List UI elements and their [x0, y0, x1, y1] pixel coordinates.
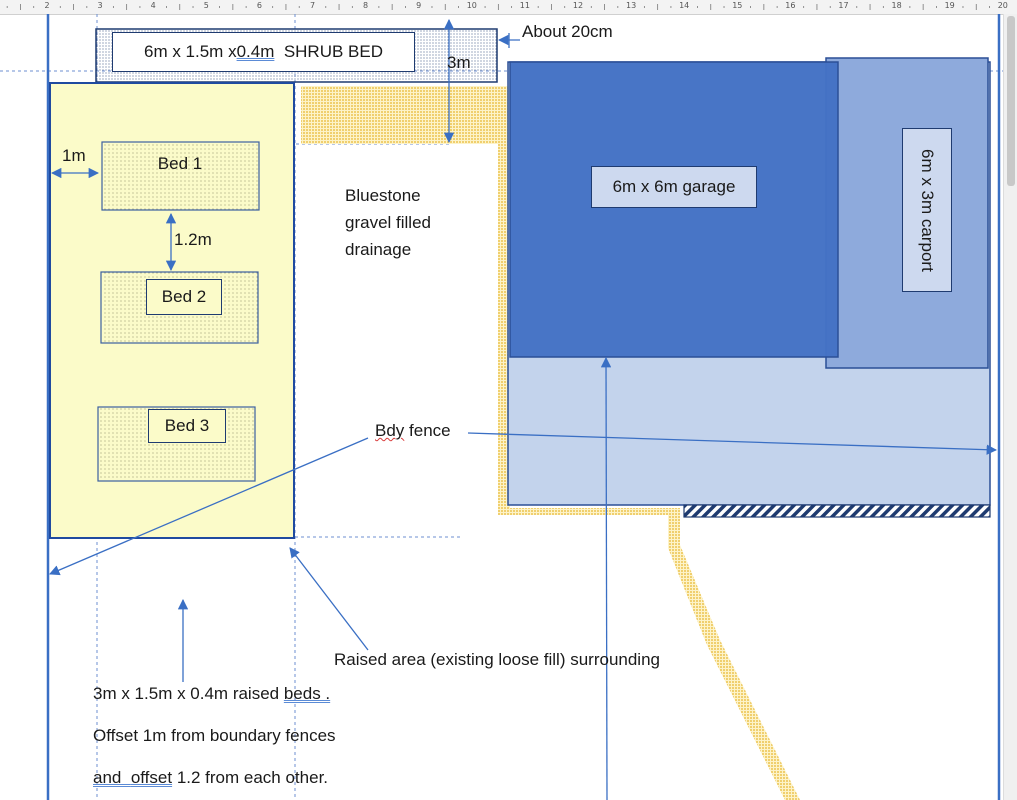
bluestone-label-1: Bluestone — [345, 186, 421, 205]
bdy-fence-label: Bdy fence — [375, 421, 451, 441]
ruler-number: 4 — [150, 1, 156, 10]
arrow-bdy-left — [49, 437, 369, 576]
ruler-number: 19 — [944, 1, 955, 10]
boundary-fences — [46, 14, 1001, 800]
dim-1m-label: 1m — [62, 146, 86, 165]
beds-note-3a: and — [93, 768, 131, 787]
ruler-ticks — [6, 4, 990, 10]
arrow-bdy-right — [467, 432, 998, 455]
beds-note-1b: beds . — [283, 684, 331, 703]
shrub-bed-label: 6m x 1.5m x 0.4m SHRUB BED — [112, 32, 415, 72]
shrub-bed-label-b: 0.4m — [236, 42, 275, 61]
beds-note-line-1: 3m x 1.5m x 0.4m raised beds . — [93, 684, 330, 704]
ruler-number: 12 — [572, 1, 584, 10]
garage-rect — [509, 61, 839, 358]
ruler-number: 17 — [838, 1, 849, 10]
ruler-number: 3 — [97, 1, 103, 10]
ruler-number: 2 — [44, 1, 50, 10]
bdy-word: Bdy — [375, 421, 405, 440]
ruler-number: 5 — [203, 1, 209, 10]
arrows — [49, 18, 998, 800]
ruler-number: 16 — [785, 1, 796, 10]
ruler-number: 13 — [626, 1, 637, 10]
beds-note-3c: 1.2 from each other. — [172, 768, 329, 787]
bed-3-label: Bed 3 — [148, 409, 226, 443]
ruler-number: 11 — [519, 1, 530, 10]
carport-label: 6m x 3m carport — [902, 128, 952, 292]
ruler: 2 3 4 5 6 7 8 9 10 11 12 13 14 15 16 17 18 19 20 — [0, 0, 1017, 15]
ruler-number: 15 — [732, 1, 743, 10]
ruler-number: 20 — [997, 1, 1008, 10]
beds-note-1a: 3m x 1.5m x 0.4m raised — [93, 684, 284, 703]
hatched-strip — [683, 504, 991, 518]
vertical-scrollbar[interactable] — [1003, 14, 1017, 800]
beds-note-line-2: Offset 1m from boundary fences — [93, 726, 336, 745]
ruler-number: 18 — [891, 1, 902, 10]
arrow-raised-area — [289, 547, 369, 651]
scrollbar-thumb[interactable] — [1007, 16, 1015, 186]
ruler-number: 10 — [466, 1, 477, 10]
ruler-number: 7 — [309, 1, 316, 10]
gravel-drainage — [301, 86, 800, 800]
bluestone-label-2: gravel filled — [345, 213, 431, 232]
bed-2-label: Bed 2 — [146, 279, 222, 315]
carport-label-text: 6m x 3m carport — [918, 148, 937, 272]
ruler-number: 8 — [363, 1, 369, 10]
garage-label: 6m x 6m garage — [591, 166, 757, 208]
bluestone-label-3: drainage — [345, 240, 412, 259]
beds-note-line-3: and offset 1.2 from each other. — [93, 768, 328, 788]
shrub-bed-label-a: 6m x 1.5m x — [143, 42, 237, 61]
dim-3m-label: 3m — [447, 53, 471, 72]
raised-area-label: Raised area (existing loose fill) surrou… — [334, 650, 660, 669]
ruler-number: 14 — [679, 1, 690, 10]
dim-1-2m-label: 1.2m — [174, 230, 212, 249]
fence-word: fence — [404, 421, 451, 440]
shrub-bed-label-c: SHRUB BED — [274, 42, 384, 61]
beds-note-3b: offset — [130, 768, 173, 787]
bed-1-rect — [101, 141, 260, 211]
arrow-garage — [600, 356, 612, 800]
bed-1-label: Bed 1 — [157, 154, 203, 173]
ruler-number: 6 — [256, 1, 262, 10]
about-20cm-label: About 20cm — [522, 22, 613, 41]
ruler-number: 9 — [416, 1, 422, 10]
